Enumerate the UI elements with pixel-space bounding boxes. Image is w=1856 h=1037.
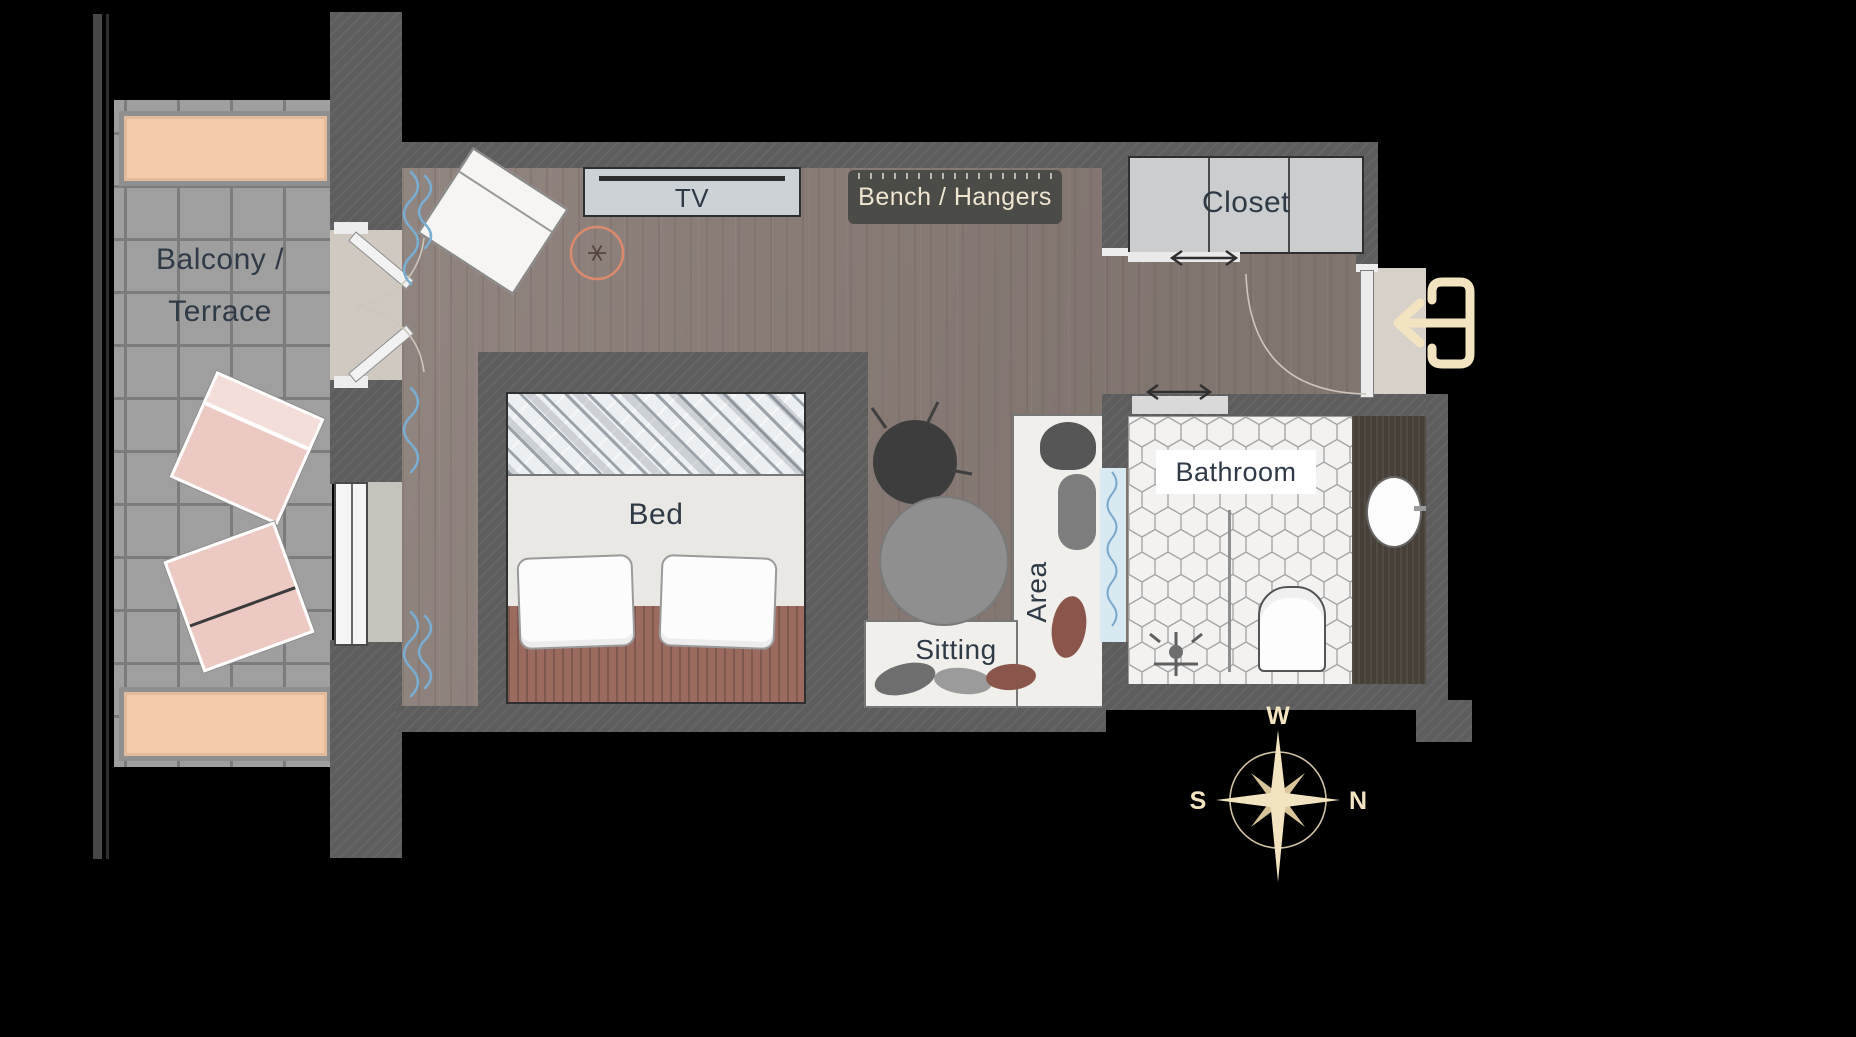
compass-label-n: N <box>1349 787 1367 815</box>
closet-stub-cap <box>1102 248 1128 256</box>
shower-glass-line <box>1228 510 1231 672</box>
corner-block-bottom-right <box>1416 700 1472 742</box>
balcony-label-line1: Balcony / <box>156 243 284 276</box>
bathroom-label: Bathroom <box>1175 457 1297 487</box>
toilet <box>1258 586 1326 672</box>
closet-sliding-panel <box>1128 252 1240 262</box>
balcony-label: Balcony / Terrace <box>118 234 322 338</box>
faucet <box>1414 506 1426 511</box>
hull-line-inner <box>106 14 109 859</box>
round-chair <box>873 420 957 504</box>
balcony-label-line2: Terrace <box>168 295 272 328</box>
window-mullion <box>351 484 353 644</box>
bed-label: Bed <box>628 498 684 531</box>
closet-label: Closet <box>1201 186 1291 219</box>
entry-door-leaf <box>1360 270 1374 398</box>
compass-rose-icon: W N S <box>1190 702 1367 882</box>
right-wall-cap <box>1356 264 1378 272</box>
tv-screen-line <box>599 176 785 181</box>
closet-divider-2 <box>1288 158 1290 252</box>
wall-left-middle <box>330 380 402 484</box>
closet-divider-1 <box>1208 158 1210 252</box>
pillow-left <box>516 554 636 650</box>
sink <box>1366 476 1422 548</box>
wall-closet-stub <box>1102 142 1128 254</box>
door-jamb-top <box>334 222 368 234</box>
hull-line-outer <box>93 14 102 859</box>
hanger-rail-ticks <box>858 173 1052 179</box>
sitting-area-label: Area <box>1021 561 1052 623</box>
sofa-cushion-6 <box>1058 474 1096 550</box>
wall-left-lower <box>330 640 402 858</box>
tv-unit: TV <box>583 167 801 217</box>
bathroom-wall-bottom <box>1102 684 1448 710</box>
bathroom-wall-right <box>1426 394 1448 710</box>
glass-partition <box>1100 468 1126 642</box>
sofa-cushion-4 <box>1040 422 1096 470</box>
sliding-window <box>334 482 368 646</box>
bathroom-vanity <box>1352 416 1426 684</box>
bench-hangers-label: Bench / Hangers <box>858 183 1052 211</box>
planter-top <box>119 111 332 186</box>
wall-left-upper <box>330 12 402 230</box>
compass-label-s: S <box>1190 787 1207 815</box>
wall-bottom <box>396 706 1106 732</box>
bench-hangers-badge: Bench / Hangers <box>848 170 1062 224</box>
entry-threshold <box>1368 268 1426 396</box>
planter-bottom <box>119 687 332 761</box>
window-sill <box>366 482 402 642</box>
bed <box>506 392 806 704</box>
bathroom-sliding-door <box>1132 396 1228 414</box>
sitting-label: Sitting <box>915 634 997 665</box>
tv-label: TV <box>674 183 710 213</box>
bathroom-label-box: Bathroom <box>1156 450 1316 494</box>
round-table <box>879 496 1009 626</box>
pillow-right <box>658 554 778 650</box>
lounge-chair-2-fold <box>189 586 296 628</box>
bathroom-wall-left <box>1102 416 1128 468</box>
closet: Closet <box>1128 156 1364 254</box>
bed-plaid-blanket <box>508 394 804 476</box>
